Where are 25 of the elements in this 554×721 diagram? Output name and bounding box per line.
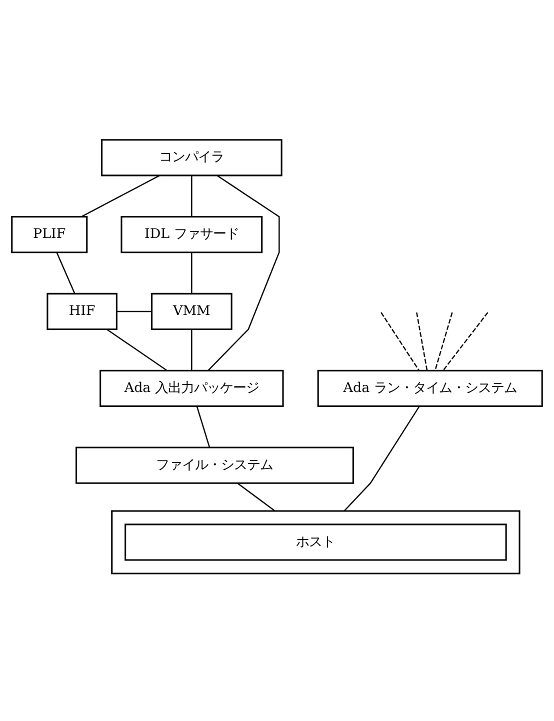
node-box: コンパイラ — [101, 139, 282, 176]
connector — [344, 406, 420, 512]
node-box: HIF — [46, 292, 118, 330]
node-box: Ada ラン・タイム・システム — [317, 370, 543, 407]
connector — [416, 312, 428, 371]
connector — [56, 252, 76, 294]
connector — [380, 312, 420, 371]
connector — [106, 328, 168, 371]
node-box: IDL ファサード — [120, 216, 263, 254]
node-box: ホスト — [124, 524, 507, 561]
node-box: ファイル・システム — [76, 446, 354, 484]
connector — [237, 482, 276, 512]
node-box: VMM — [151, 292, 232, 330]
cluster — [111, 510, 520, 574]
connector — [191, 252, 192, 294]
connector — [442, 312, 488, 371]
node-box: PLIF — [11, 216, 88, 254]
connector — [81, 174, 160, 218]
connector — [208, 175, 280, 371]
node-box: Ada 入出力パッケージ — [100, 370, 284, 407]
connector — [196, 406, 210, 448]
connector — [191, 329, 192, 370]
connector — [117, 310, 152, 312]
connector — [434, 312, 453, 371]
connector — [191, 176, 192, 217]
